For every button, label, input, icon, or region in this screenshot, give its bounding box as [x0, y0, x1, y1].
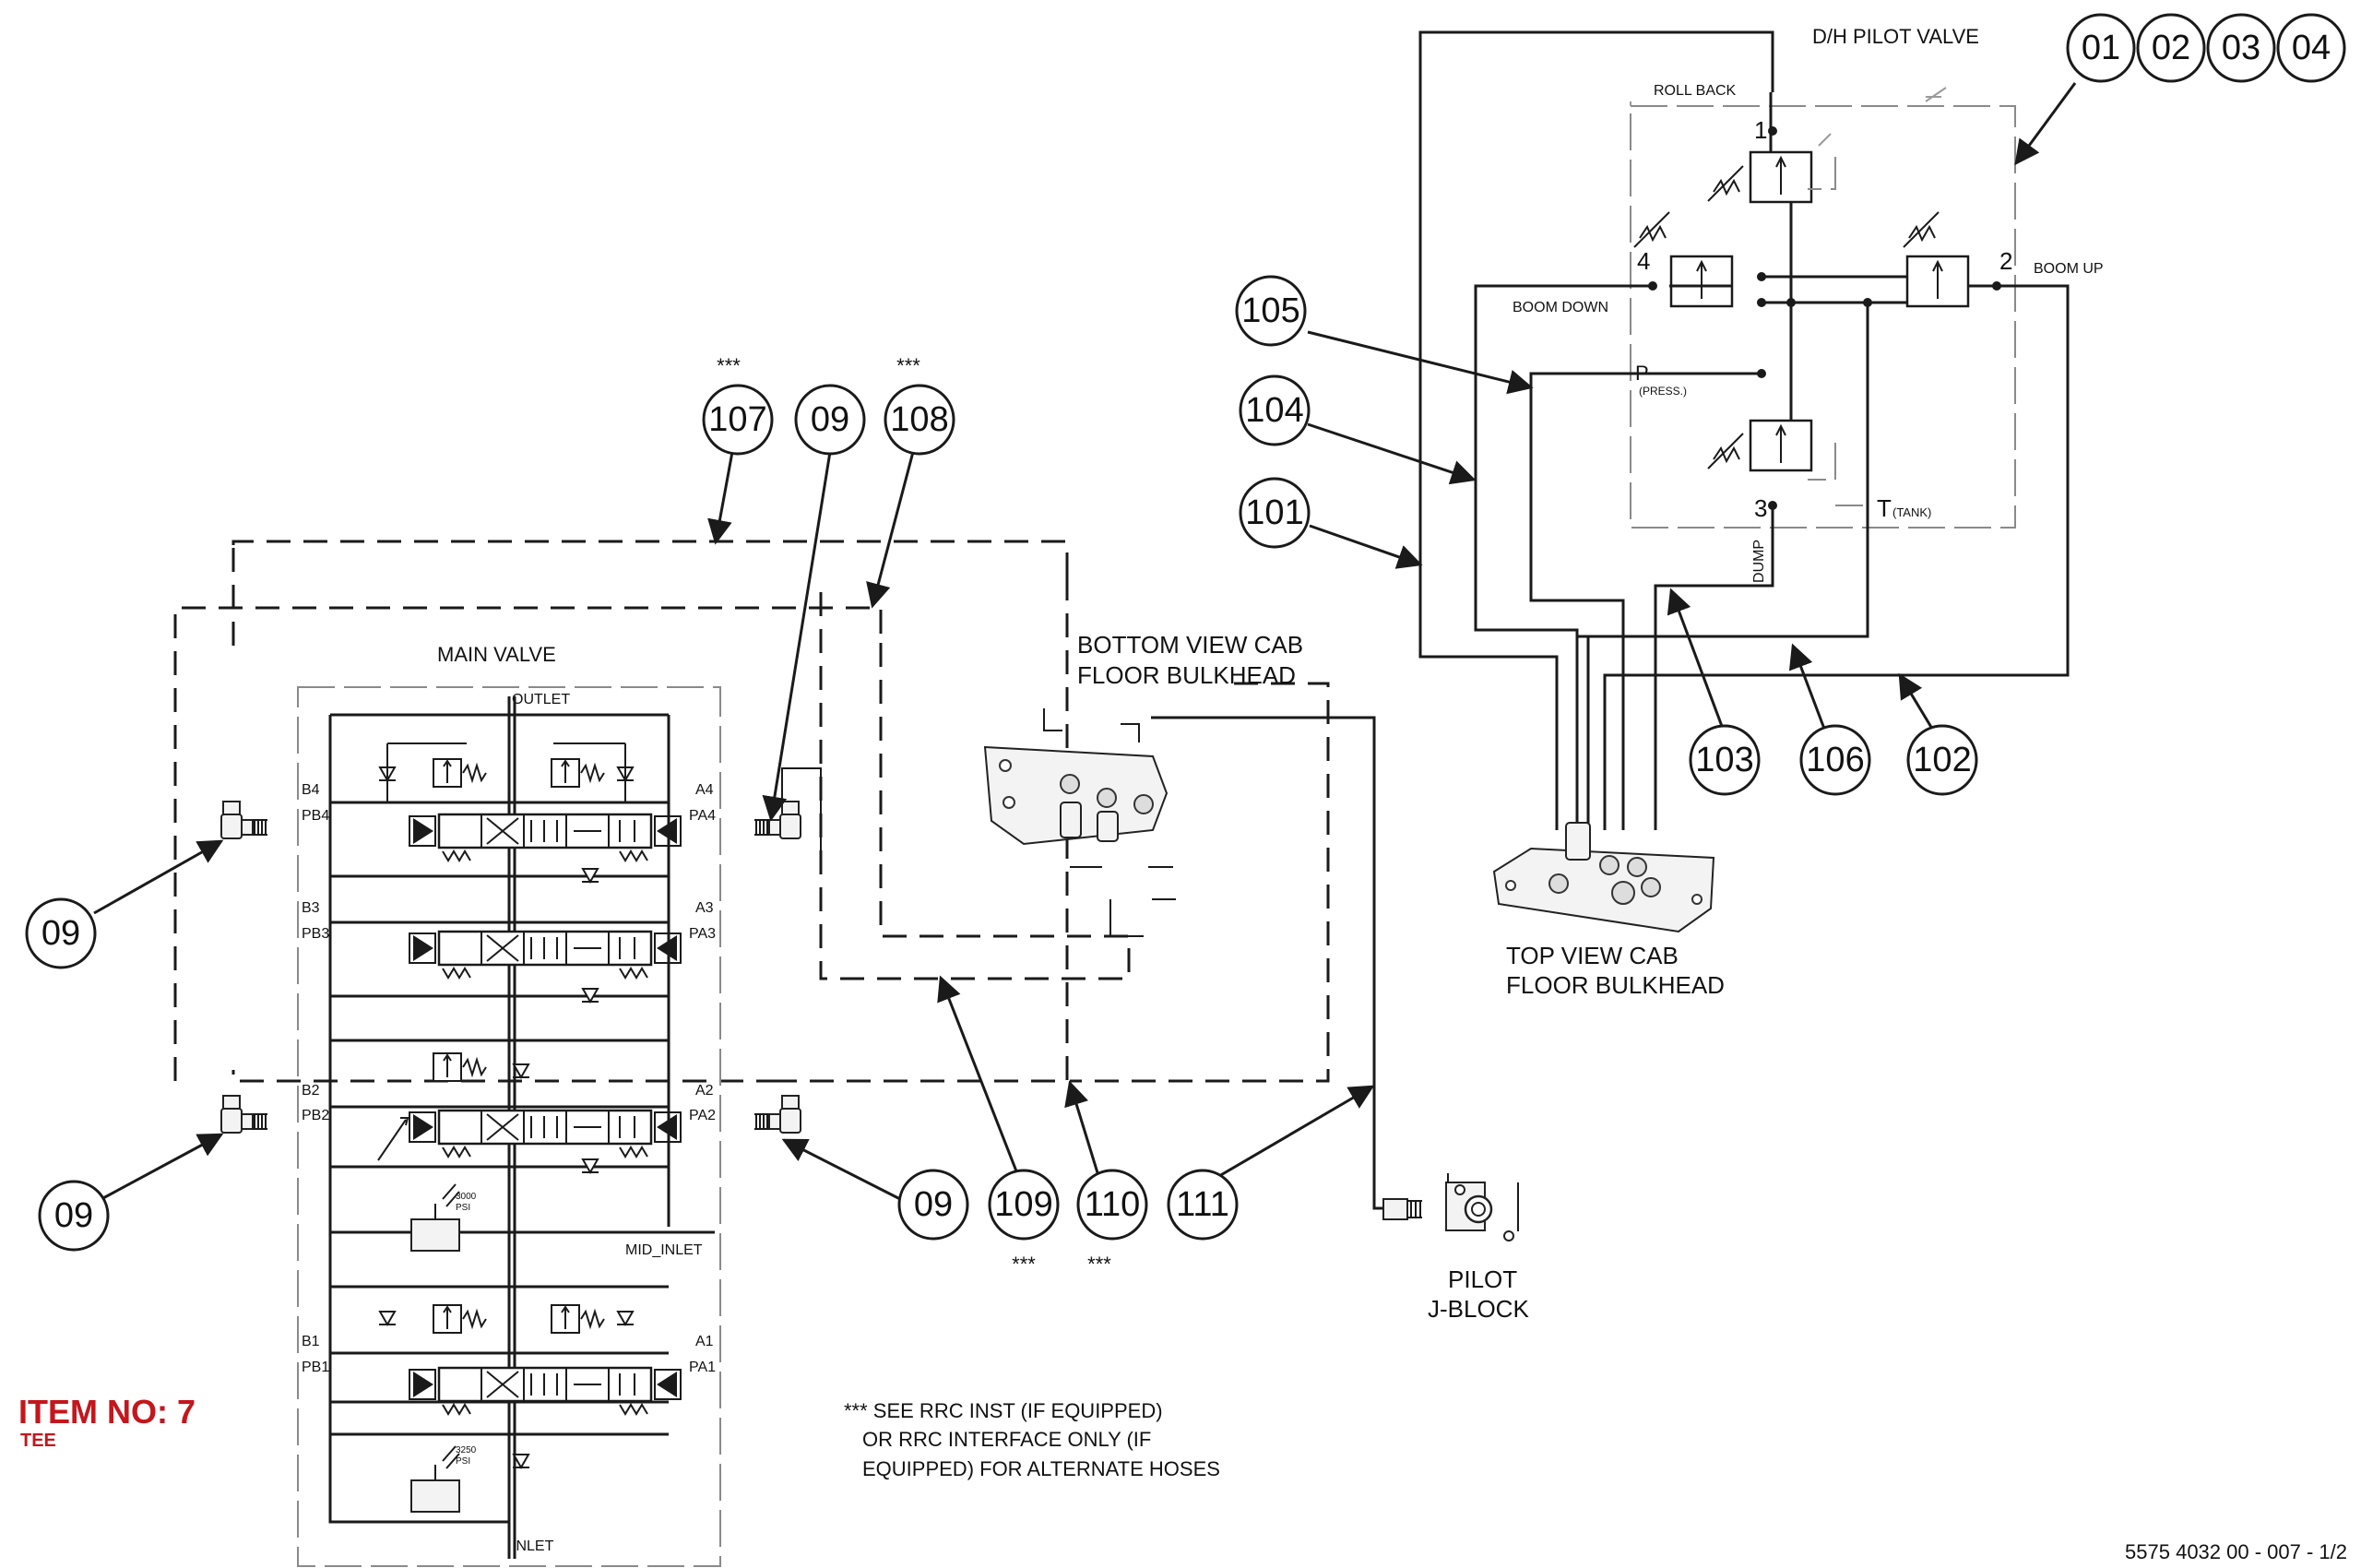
pilot-valve-enclosure — [1630, 105, 2016, 529]
bottom-bulkhead-label-1: BOTTOM VIEW CAB — [1077, 631, 1303, 659]
dump-label: DUMP — [1751, 540, 1767, 583]
relief-psi-2: PSI — [456, 1456, 470, 1467]
port-a1: A1 — [695, 1334, 714, 1349]
pilot-valve-label: D/H PILOT VALVE — [1812, 25, 1979, 48]
mid-inlet-label: MID_INLET — [625, 1242, 703, 1258]
svg-text:09: 09 — [914, 1185, 953, 1224]
tank-t-label: T — [1877, 494, 1892, 522]
pilot-label: PILOT — [1448, 1265, 1517, 1293]
note-line-1: *** SEE RRC INST (IF EQUIPPED) — [844, 1399, 1163, 1422]
port-b2: B2 — [302, 1083, 320, 1099]
port-3-label: 3 — [1754, 494, 1767, 522]
svg-text:105: 105 — [1241, 291, 1299, 330]
boom-down-label: BOOM DOWN — [1513, 300, 1608, 315]
balloon-103: 103 — [1689, 724, 1761, 796]
svg-text:101: 101 — [1245, 493, 1303, 532]
port-pb3: PB3 — [302, 926, 329, 942]
drawing-number: 5575 4032 00 - 007 - 1/2 — [2125, 1540, 2347, 1563]
port-b3: B3 — [302, 900, 320, 916]
svg-text:109: 109 — [994, 1185, 1052, 1224]
pilot-j-block — [1382, 1173, 1519, 1241]
boom-up-label: BOOM UP — [2034, 261, 2104, 277]
fitting-pb2 — [220, 1095, 268, 1134]
port-pa1: PA1 — [689, 1360, 716, 1375]
asterisk-110: *** — [1087, 1253, 1111, 1276]
item-number: ITEM NO: 7 — [18, 1393, 196, 1431]
relief-3000: 3000 — [456, 1192, 477, 1202]
press-note: (PRESS.) — [1639, 385, 1687, 398]
svg-text:01: 01 — [2082, 29, 2120, 67]
relief-3250: 3250 — [456, 1445, 477, 1455]
port-pb2: PB2 — [302, 1108, 329, 1123]
svg-text:09: 09 — [811, 400, 849, 439]
tank-note: (TANK) — [1892, 505, 1931, 519]
balloon-01: 01 — [2066, 13, 2136, 83]
svg-text:110: 110 — [1085, 1185, 1141, 1224]
svg-text:102: 102 — [1913, 741, 1971, 779]
balloon-09-left-lower: 09 — [38, 1180, 110, 1252]
balloon-109: 109 — [988, 1169, 1060, 1241]
svg-text:106: 106 — [1806, 741, 1864, 779]
balloon-101: 101 — [1239, 477, 1311, 549]
svg-text:111: 111 — [1176, 1185, 1229, 1224]
svg-text:04: 04 — [2292, 29, 2331, 67]
balloon-105: 105 — [1235, 275, 1307, 347]
balloon-110: 110 — [1076, 1169, 1148, 1241]
balloon-04: 04 — [2276, 13, 2346, 83]
balloon-111: 111 — [1167, 1169, 1239, 1241]
balloon-09-top: 09 — [794, 384, 866, 456]
relief-psi-1: PSI — [456, 1203, 470, 1213]
svg-text:107: 107 — [708, 400, 766, 439]
port-pa3: PA3 — [689, 926, 716, 942]
port-pa4: PA4 — [689, 808, 716, 824]
inlet-label: INLET — [512, 1538, 554, 1554]
item-name: TEE — [20, 1431, 56, 1451]
top-bulkhead-label-1: TOP VIEW CAB — [1506, 942, 1679, 969]
balloon-102: 102 — [1906, 724, 1978, 796]
balloon-09-mid: 09 — [897, 1169, 969, 1241]
balloon-09-left-upper: 09 — [25, 897, 97, 969]
balloon-104: 104 — [1239, 374, 1311, 446]
top-bulkhead-label-2: FLOOR BULKHEAD — [1506, 971, 1725, 999]
port-a4: A4 — [695, 782, 714, 798]
port-1-label: 1 — [1754, 116, 1767, 144]
note-line-2: OR RRC INTERFACE ONLY (IF — [862, 1428, 1151, 1451]
bottom-bulkhead-label-2: FLOOR BULKHEAD — [1077, 661, 1296, 689]
port-2-label: 2 — [1999, 247, 2012, 275]
bottom-bulkhead-block — [983, 745, 1169, 846]
svg-text:03: 03 — [2222, 29, 2260, 67]
port-4-label: 4 — [1637, 247, 1650, 275]
port-b4: B4 — [302, 782, 320, 798]
balloon-106: 106 — [1799, 724, 1871, 796]
port-b1: B1 — [302, 1334, 320, 1349]
fitting-pb4 — [220, 801, 268, 839]
svg-text:108: 108 — [890, 400, 948, 439]
balloon-03: 03 — [2206, 13, 2276, 83]
port-a3: A3 — [695, 900, 714, 916]
balloon-108: 108 — [884, 384, 955, 456]
svg-text:09: 09 — [54, 1196, 93, 1235]
svg-text:02: 02 — [2152, 29, 2190, 67]
svg-text:104: 104 — [1245, 391, 1303, 430]
j-block-label: J-BLOCK — [1428, 1295, 1529, 1323]
balloon-107: 107 — [702, 384, 774, 456]
asterisk-109: *** — [1012, 1253, 1036, 1276]
roll-back-label: ROLL BACK — [1654, 83, 1737, 99]
port-pb4: PB4 — [302, 808, 329, 824]
top-bulkhead-block — [1492, 822, 1715, 933]
asterisk-108: *** — [896, 354, 920, 377]
note-line-3: EQUIPPED) FOR ALTERNATE HOSES — [862, 1457, 1220, 1480]
outlet-label: OUTLET — [512, 692, 570, 707]
main-valve-label: MAIN VALVE — [437, 643, 556, 666]
balloon-02: 02 — [2136, 13, 2206, 83]
port-pa2: PA2 — [689, 1108, 716, 1123]
svg-text:103: 103 — [1695, 741, 1753, 779]
port-pb1: PB1 — [302, 1360, 329, 1375]
svg-text:09: 09 — [42, 914, 80, 953]
port-a2: A2 — [695, 1083, 714, 1099]
main-valve-enclosure — [297, 686, 721, 1567]
asterisk-107: *** — [717, 354, 741, 377]
